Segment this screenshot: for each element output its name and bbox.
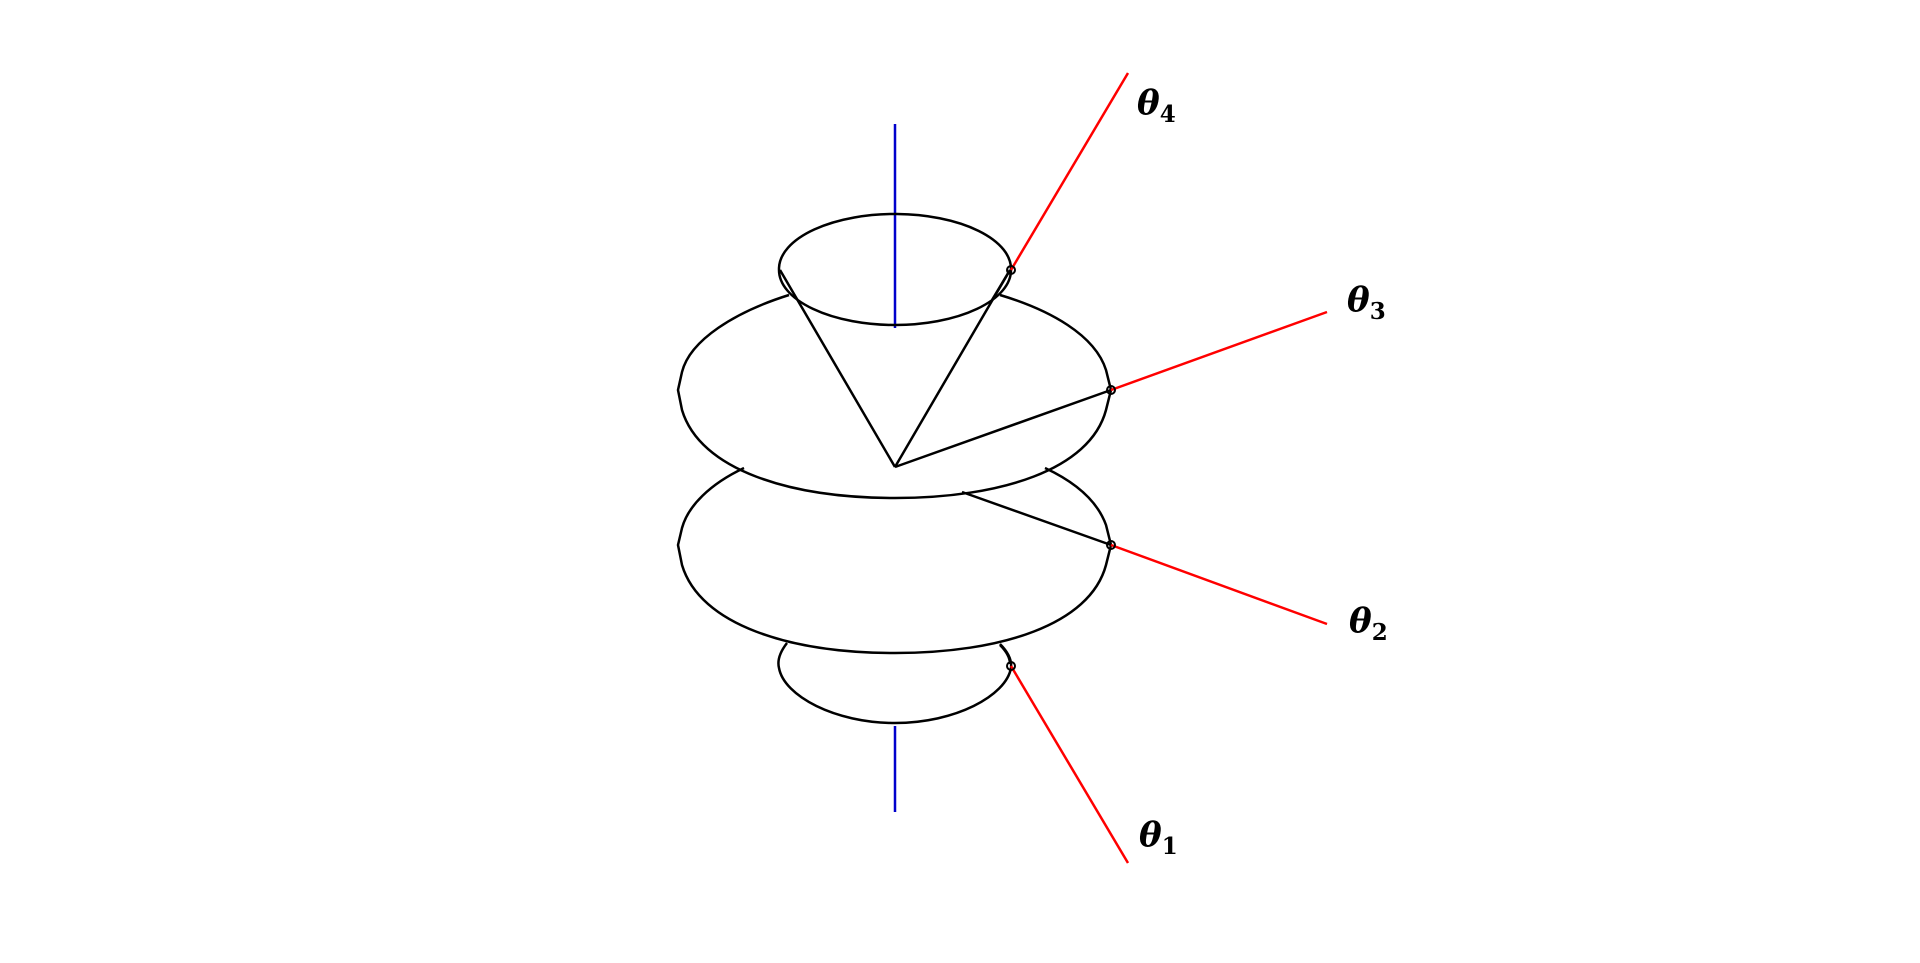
label-theta3: θ3 (1347, 280, 1386, 325)
label-theta4-subscript: 4 (1160, 101, 1176, 128)
label-theta2-symbol: θ (1349, 601, 1372, 641)
ring-top (777, 212, 1013, 327)
label-theta1-symbol: θ (1139, 815, 1162, 855)
cone-line-right-inner (990, 269, 1012, 301)
intersection-markers (1006, 265, 1116, 671)
ring-upper (676, 293, 1113, 500)
ray-theta2 (1110, 543, 1328, 626)
ring-bottom (777, 642, 1013, 725)
marker-theta4 (1006, 265, 1016, 275)
cone-line-right (893, 269, 1012, 468)
ray-theta3 (1110, 310, 1328, 392)
label-theta2: θ2 (1349, 601, 1388, 646)
label-theta1-subscript: 1 (1162, 833, 1178, 860)
label-theta1: θ1 (1139, 815, 1178, 860)
radial-line-theta3 (894, 388, 1112, 469)
ray-theta4 (1009, 72, 1130, 271)
ray-theta1 (1009, 665, 1130, 864)
marker-theta2 (1106, 540, 1116, 550)
label-theta4: θ4 (1137, 83, 1176, 128)
ring-lower (676, 466, 1113, 655)
label-theta2-subscript: 2 (1372, 619, 1388, 646)
cone-line-left (778, 269, 897, 468)
generator-lines (778, 269, 1112, 547)
marker-theta1 (1006, 661, 1016, 671)
label-theta3-symbol: θ (1347, 280, 1370, 320)
label-theta4-symbol: θ (1137, 83, 1160, 123)
radial-line-theta2 (961, 490, 1112, 547)
angle-rays (1009, 72, 1328, 864)
angle-labels: θ4 θ3 θ2 θ1 (1137, 83, 1388, 860)
label-theta3-subscript: 3 (1370, 298, 1386, 325)
marker-theta3 (1106, 385, 1116, 395)
rings (676, 212, 1113, 725)
